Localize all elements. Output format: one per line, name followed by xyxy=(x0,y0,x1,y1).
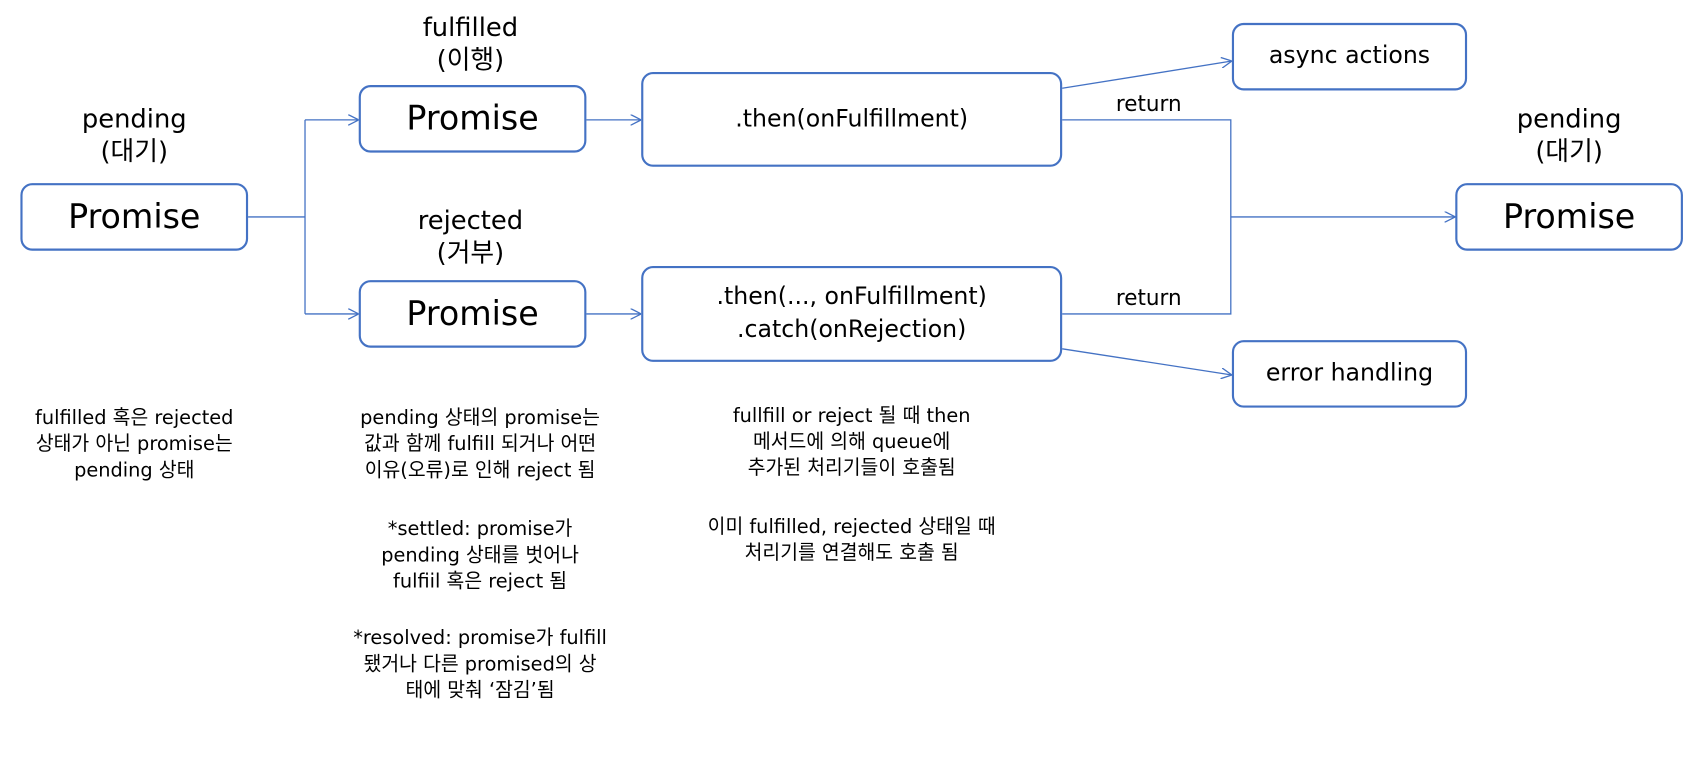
state-name-korean: (대기) xyxy=(100,136,169,167)
promise-box-pending-right: Promise xyxy=(1455,183,1683,251)
state-label-rejected: rejected (거부) xyxy=(384,204,556,269)
state-name-korean: (거부) xyxy=(436,237,505,269)
then-line-label: .then(..., onFulfillment) xyxy=(716,283,987,311)
state-name: pending xyxy=(81,103,187,135)
promise-box-label: Promise xyxy=(406,99,539,139)
settled-definition: *settled: promise가 pending 상태를 벗어나 fulfi… xyxy=(381,517,579,593)
promise-box-fulfilled: Promise xyxy=(358,85,587,153)
catch-line-label: .catch(onRejection) xyxy=(737,316,967,344)
resolved-definition: *resolved: promise가 fulfill 됐거나 다른 promi… xyxy=(353,626,607,702)
error-handling-box: error handling xyxy=(1231,340,1468,408)
promise-box-label: Promise xyxy=(1502,197,1636,237)
attach-note: 이미 fulfilled, rejected 상태일 때 처리기를 연결해도 호… xyxy=(707,515,996,565)
state-name: rejected xyxy=(417,204,524,236)
settle-note: pending 상태의 promise는 값과 함께 fulfill 되거나 어… xyxy=(360,406,600,482)
then-handler-box: .then(onFulfillment) xyxy=(641,71,1063,167)
return-label-top: return xyxy=(1115,90,1182,117)
promise-box-label: Promise xyxy=(68,197,201,237)
arrow-catch-to-error xyxy=(1062,348,1232,375)
catch-handler-box: .then(..., onFulfillment) .catch(onRejec… xyxy=(641,265,1063,362)
state-name-korean: (이행) xyxy=(436,44,505,76)
state-name-korean: (대기) xyxy=(1535,136,1603,167)
promise-box-label: Promise xyxy=(406,294,539,334)
state-name: pending xyxy=(1516,103,1622,135)
then-handler-label: .then(onFulfillment) xyxy=(735,105,969,133)
async-actions-box: async actions xyxy=(1231,22,1468,91)
connector-left-split xyxy=(248,119,306,314)
return-label-bottom: return xyxy=(1115,284,1182,311)
promise-box-pending-left: Promise xyxy=(20,183,249,251)
state-label-pending-right: pending (대기) xyxy=(1483,102,1655,167)
pending-note: fulfilled 혹은 rejected 상태가 아닌 promise는 pe… xyxy=(35,406,234,482)
promise-box-rejected: Promise xyxy=(358,280,587,348)
async-actions-label: async actions xyxy=(1268,42,1431,70)
error-handling-label: error handling xyxy=(1265,359,1434,387)
arrow-then-to-async xyxy=(1062,61,1232,89)
state-label-pending-left: pending (대기) xyxy=(48,102,220,167)
state-label-fulfilled: fulfilled (이행) xyxy=(384,11,556,76)
queue-note: fullfill or reject 될 때 then 메서드에 의해 queu… xyxy=(732,404,971,480)
state-name: fulfilled xyxy=(422,11,519,43)
